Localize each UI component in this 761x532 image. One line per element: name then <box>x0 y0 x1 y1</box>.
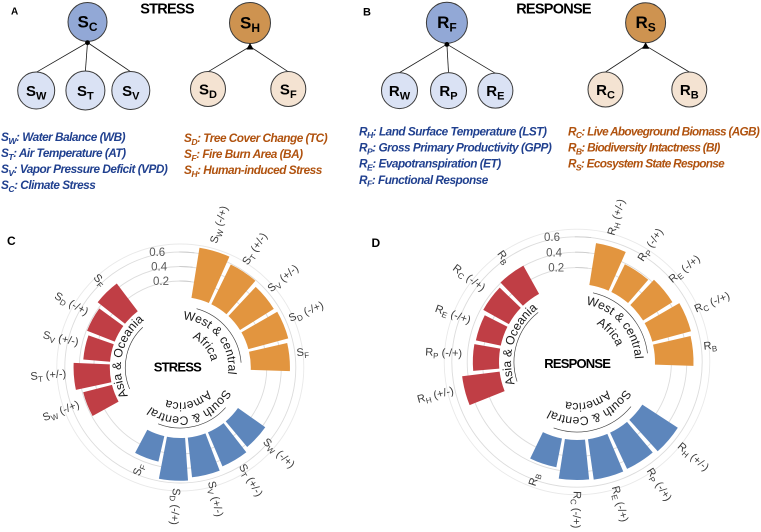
svg-text:RB: Biodiversity Intactness (B: RB: Biodiversity Intactness (BI) <box>568 141 720 157</box>
svg-text:A: A <box>11 7 18 18</box>
svg-text:SC: Climate Stress: SC: Climate Stress <box>1 178 96 194</box>
svg-text:RC: Live Aboveground Biomass (: RC: Live Aboveground Biomass (AGB) <box>568 124 760 140</box>
svg-text:0.6: 0.6 <box>544 232 560 244</box>
svg-text:SH: Human-induced Stress: SH: Human-induced Stress <box>184 163 323 179</box>
svg-text:RS: Ecosystem State Response: RS: Ecosystem State Response <box>568 157 725 173</box>
svg-text:0.4: 0.4 <box>546 247 563 259</box>
svg-text:0.4: 0.4 <box>151 262 168 274</box>
svg-text:RP: Gross Primary Productivit: RP: Gross Primary Productivity (GPP) <box>359 141 552 157</box>
svg-text:RESPONSE: RESPONSE <box>516 2 592 18</box>
svg-text:SW: Water Balance (WB): SW: Water Balance (WB) <box>1 130 126 146</box>
svg-text:C: C <box>7 234 16 248</box>
svg-text:RE: Evapotranspiration (ET): RE: Evapotranspiration (ET) <box>359 157 501 173</box>
svg-text:STRESS: STRESS <box>154 360 202 375</box>
svg-text:0.2: 0.2 <box>548 263 564 275</box>
svg-text:RESPONSE: RESPONSE <box>544 356 611 371</box>
svg-text:0.2: 0.2 <box>153 276 169 288</box>
svg-text:RB: RB <box>493 248 512 267</box>
svg-text:0.6: 0.6 <box>149 247 165 259</box>
svg-text:D: D <box>372 236 381 250</box>
svg-text:SF: Fire Burn Area (BA): SF: Fire Burn Area (BA) <box>184 147 303 163</box>
svg-text:SV: Vapor Pressure Deficit (VP: SV: Vapor Pressure Deficit (VPD) <box>1 162 168 178</box>
svg-text:STRESS: STRESS <box>140 2 195 18</box>
svg-text:RF: Functional Response: RF: Functional Response <box>359 173 489 189</box>
svg-text:SD: Tree Cover Change (TC): SD: Tree Cover Change (TC) <box>184 131 328 147</box>
svg-text:RH: Land Surface Temperature (: RH: Land Surface Temperature (LST) <box>359 124 547 140</box>
svg-text:ST: Air Temperature (AT): ST: Air Temperature (AT) <box>1 146 126 162</box>
svg-text:SV (+/-): SV (+/-) <box>41 329 79 350</box>
svg-text:B: B <box>363 7 371 19</box>
